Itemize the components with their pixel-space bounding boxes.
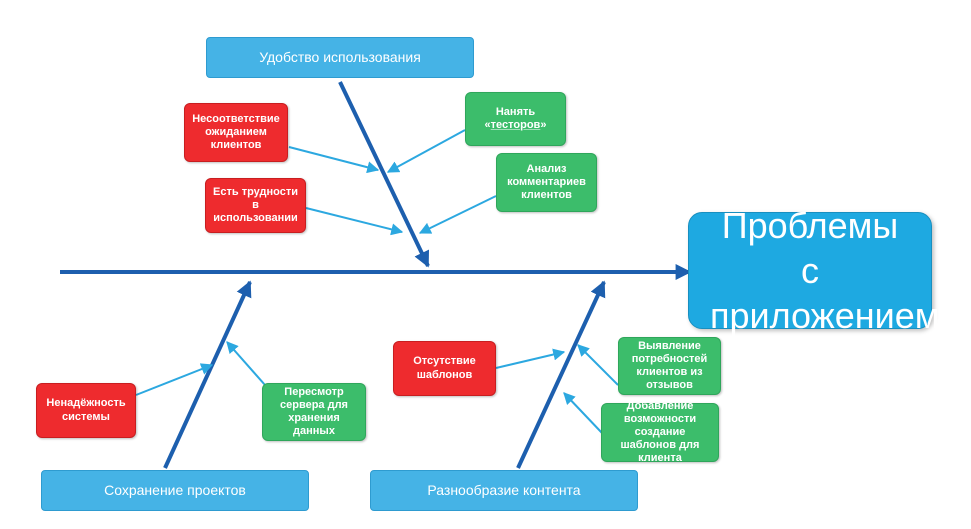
cause-mismatch-label: Несоответствие ожиданием клиентов xyxy=(192,112,280,152)
bone-variety xyxy=(516,280,606,469)
category-variety-label: Разнообразие контента xyxy=(427,482,581,499)
solution-analysis: Анализ комментариев клиентов xyxy=(496,153,597,212)
solution-hire-testers-label: Нанять «тесторов» xyxy=(472,106,559,132)
category-saving-label: Сохранение проектов xyxy=(104,482,246,499)
solution-hire-testers: Нанять «тесторов» xyxy=(465,92,566,146)
hire-word: тесторов xyxy=(490,119,541,131)
cause-no-templates: Отсутствие шаблонов xyxy=(393,341,496,396)
solution-add-templates-label: Добавление возможности создание шаблонов… xyxy=(620,399,700,465)
solution-needs-label: Выявление потребностей клиентов из отзыв… xyxy=(631,339,708,392)
cause-difficulty-label: Есть трудности в использовании xyxy=(213,185,298,225)
arrow-hire xyxy=(386,129,466,173)
solution-needs: Выявление потребностей клиентов из отзыв… xyxy=(618,337,721,395)
effect-label: Проблемы с приложением xyxy=(710,205,940,336)
category-saving: Сохранение проектов xyxy=(41,470,309,511)
arrow-reliability xyxy=(135,363,214,396)
hire-suffix: » xyxy=(540,119,547,131)
arrow-mismatch xyxy=(288,146,380,174)
cause-no-templates-label: Отсутствие шаблонов xyxy=(413,355,476,381)
category-variety: Разнообразие контента xyxy=(370,470,638,511)
bone-usability xyxy=(338,81,430,268)
hire-prefix: Нанять « xyxy=(484,105,536,131)
category-usability: Удобство использования xyxy=(206,37,474,78)
solution-server-label: Пересмотр сервера для хранения данных xyxy=(280,385,348,438)
cause-reliability-label: Ненадёжность системы xyxy=(46,397,126,423)
bone-saving xyxy=(163,280,252,469)
arrow-needs xyxy=(577,344,619,386)
solution-server: Пересмотр сервера для хранения данных xyxy=(262,383,366,441)
arrow-no-templates xyxy=(495,348,566,369)
cause-reliability: Ненадёжность системы xyxy=(36,383,136,438)
arrow-add-templates xyxy=(563,392,603,434)
category-usability-label: Удобство использования xyxy=(259,49,421,66)
arrow-analysis xyxy=(418,195,497,234)
arrow-server xyxy=(226,341,266,386)
effect-box: Проблемы с приложением xyxy=(688,205,940,336)
arrow-difficulty xyxy=(305,207,404,236)
cause-mismatch: Несоответствие ожиданием клиентов xyxy=(184,103,288,162)
solution-add-templates: Добавление возможности создание шаблонов… xyxy=(601,400,719,464)
solution-analysis-label: Анализ комментариев клиентов xyxy=(507,162,586,202)
cause-difficulty: Есть трудности в использовании xyxy=(205,178,306,233)
